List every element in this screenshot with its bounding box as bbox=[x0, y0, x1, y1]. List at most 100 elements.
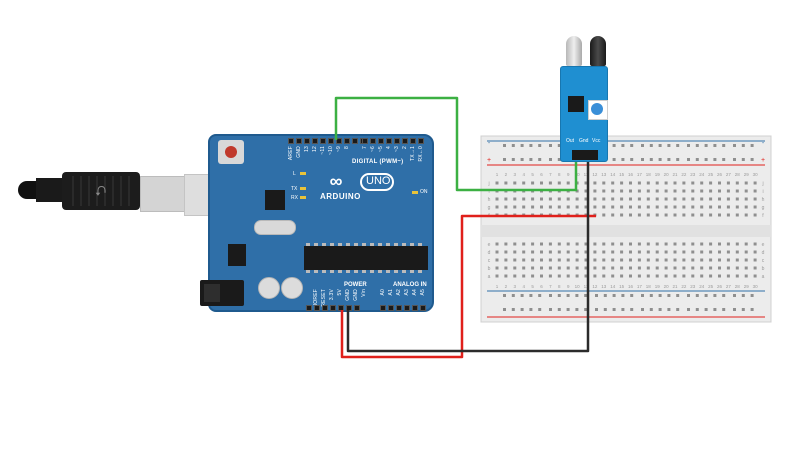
header-pin[interactable] bbox=[380, 305, 386, 311]
breadboard-hole bbox=[673, 181, 677, 185]
rail-hole bbox=[520, 294, 524, 297]
column-number: 23 bbox=[690, 284, 696, 289]
column-number: 10 bbox=[575, 172, 581, 177]
header-pin[interactable] bbox=[346, 305, 352, 311]
rail-hole bbox=[667, 294, 671, 297]
pin-label: TX→1 bbox=[410, 146, 416, 161]
breadboard-hole bbox=[540, 274, 543, 278]
breadboard-hole bbox=[744, 181, 748, 185]
rail-hole bbox=[566, 294, 570, 297]
rail-hole bbox=[529, 158, 533, 161]
header-pin[interactable] bbox=[362, 138, 368, 144]
header-pin[interactable] bbox=[306, 305, 312, 311]
breadboard-hole bbox=[611, 242, 615, 246]
header-pin[interactable] bbox=[396, 305, 402, 311]
breadboard-hole bbox=[709, 213, 713, 217]
breadboard-hole bbox=[744, 274, 748, 278]
column-number: 24 bbox=[699, 172, 705, 177]
header-pin[interactable] bbox=[394, 138, 400, 144]
header-pin[interactable] bbox=[418, 138, 424, 144]
breadboard-hole bbox=[602, 197, 606, 201]
breadboard-hole bbox=[682, 197, 686, 201]
led-tx bbox=[300, 187, 306, 190]
breadboard-hole bbox=[584, 250, 588, 254]
header-pin[interactable] bbox=[378, 138, 384, 144]
header-pin[interactable] bbox=[336, 138, 342, 144]
header-pin[interactable] bbox=[386, 138, 392, 144]
breadboard-hole bbox=[691, 250, 695, 254]
rail-hole bbox=[612, 294, 616, 297]
rail-hole bbox=[649, 294, 653, 297]
pin-label: AREF bbox=[288, 146, 294, 161]
breadboard-hole bbox=[540, 197, 543, 201]
header-pin[interactable] bbox=[338, 305, 344, 311]
breadboard-hole bbox=[682, 274, 686, 278]
breadboard-hole bbox=[575, 213, 579, 217]
breadboard-hole bbox=[575, 189, 579, 193]
rail-hole bbox=[584, 308, 588, 311]
breadboard-hole bbox=[637, 274, 641, 278]
breadboard-hole bbox=[593, 242, 597, 246]
header-pin[interactable] bbox=[354, 305, 360, 311]
header-pin[interactable] bbox=[420, 305, 426, 311]
rail-hole bbox=[676, 144, 680, 147]
column-number: 15 bbox=[619, 172, 625, 177]
column-number: 18 bbox=[646, 172, 652, 177]
rail-hole bbox=[520, 308, 524, 311]
digital-header-right bbox=[362, 138, 424, 144]
led-tx-label: TX bbox=[291, 186, 298, 192]
breadboard-hole bbox=[682, 250, 686, 254]
breadboard-hole bbox=[726, 266, 730, 270]
row-letter: e bbox=[762, 242, 765, 248]
header-pin[interactable] bbox=[288, 138, 294, 144]
column-number: 12 bbox=[592, 172, 598, 177]
pin-label: 2 bbox=[402, 146, 408, 149]
column-number: 30 bbox=[753, 284, 759, 289]
breadboard-hole bbox=[611, 250, 615, 254]
breadboard-hole bbox=[664, 197, 668, 201]
breadboard-hole bbox=[522, 258, 526, 262]
breadboard-hole bbox=[513, 213, 517, 217]
rail-hole bbox=[750, 294, 754, 297]
header-pin[interactable] bbox=[404, 305, 410, 311]
breadboard-hole bbox=[646, 250, 650, 254]
breadboard-hole bbox=[673, 258, 677, 262]
header-pin[interactable] bbox=[330, 305, 336, 311]
header-pin[interactable] bbox=[402, 138, 408, 144]
digital-label: DIGITAL (PWM~) bbox=[352, 159, 404, 165]
header-pin[interactable] bbox=[296, 138, 302, 144]
breadboard-hole bbox=[691, 242, 695, 246]
breadboard-hole bbox=[709, 205, 713, 209]
header-pin[interactable] bbox=[410, 138, 416, 144]
header-pin[interactable] bbox=[344, 138, 350, 144]
breadboard-hole bbox=[753, 181, 757, 185]
breadboard-hole bbox=[664, 181, 668, 185]
breadboard-hole bbox=[620, 266, 624, 270]
column-number: 9 bbox=[567, 172, 570, 177]
breadboard-hole bbox=[691, 189, 695, 193]
breadboard-hole bbox=[531, 258, 535, 262]
pin-label: A5 bbox=[420, 289, 426, 296]
atmega-chip[interactable] bbox=[304, 246, 428, 270]
header-pin[interactable] bbox=[412, 305, 418, 311]
breadboard-hole bbox=[522, 181, 526, 185]
rail-hole bbox=[575, 294, 579, 297]
breadboard-hole bbox=[557, 266, 561, 270]
header-pin[interactable] bbox=[312, 138, 318, 144]
breadboard-hole bbox=[513, 189, 517, 193]
header-pin[interactable] bbox=[328, 138, 334, 144]
header-pin[interactable] bbox=[370, 138, 376, 144]
header-pin[interactable] bbox=[320, 138, 326, 144]
row-letter: g bbox=[488, 205, 491, 211]
breadboard-hole bbox=[735, 205, 739, 209]
breadboard-hole bbox=[664, 266, 668, 270]
breadboard-hole bbox=[495, 189, 499, 193]
header-pin[interactable] bbox=[352, 138, 358, 144]
breadboard-hole bbox=[753, 213, 757, 217]
column-number: 17 bbox=[637, 172, 643, 177]
header-pin[interactable] bbox=[388, 305, 394, 311]
header-pin[interactable] bbox=[304, 138, 310, 144]
header-pin[interactable] bbox=[314, 305, 320, 311]
header-pin[interactable] bbox=[322, 305, 328, 311]
breadboard-hole bbox=[504, 205, 508, 209]
